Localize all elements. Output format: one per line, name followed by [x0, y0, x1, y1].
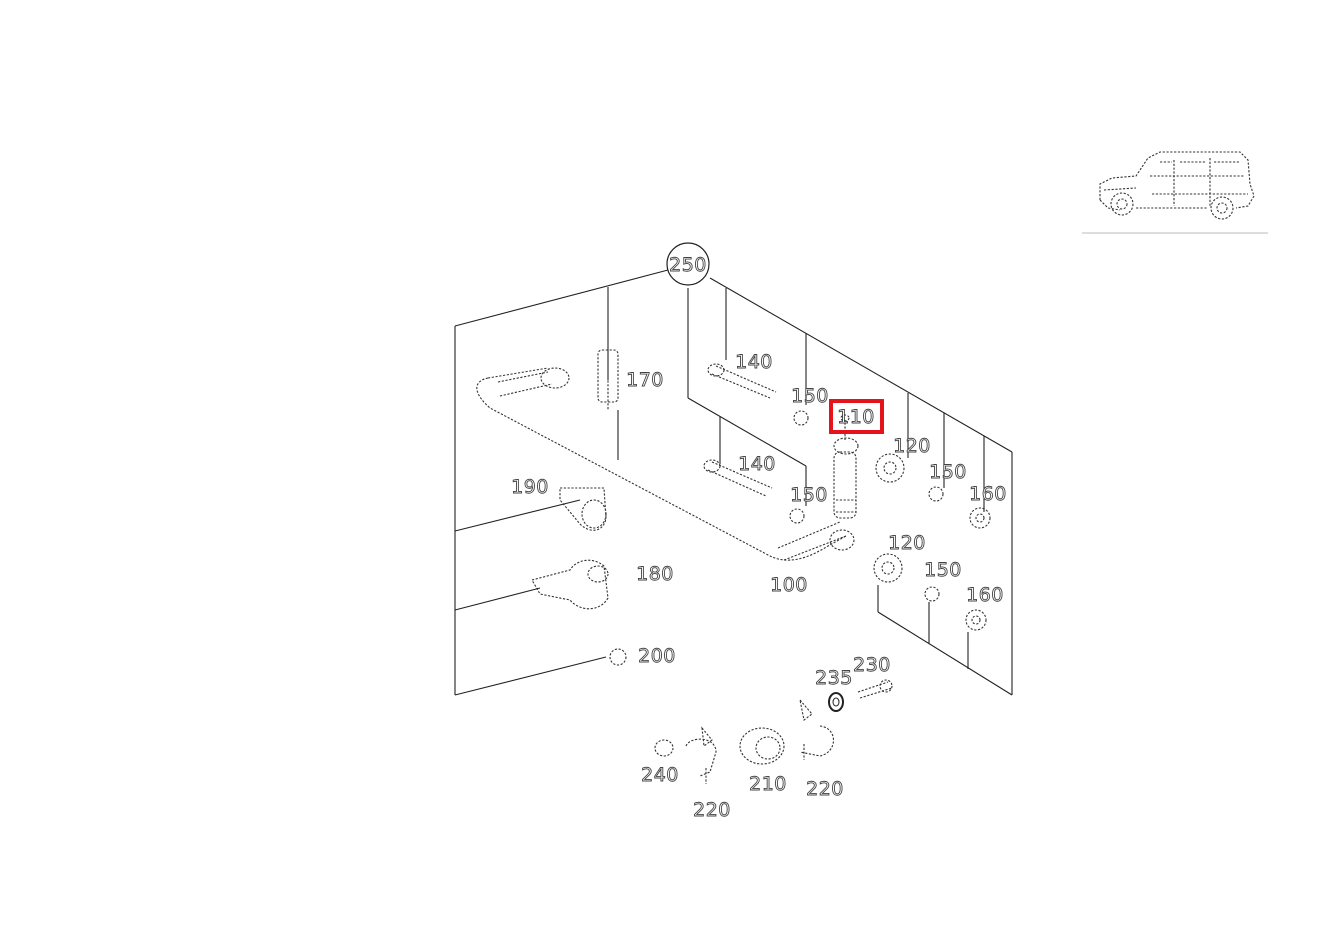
part-label-235[interactable]: 235 — [815, 667, 853, 690]
part-label-180[interactable]: 180 — [636, 563, 674, 586]
part-label-230[interactable]: 230 — [853, 654, 891, 677]
part-label-220-left[interactable]: 220 — [693, 799, 731, 822]
bracket-180-drawing[interactable] — [531, 559, 609, 610]
part-label-160-lower[interactable]: 160 — [966, 584, 1004, 607]
bracket-220-left-drawing[interactable] — [685, 726, 717, 784]
part-label-150-c[interactable]: 150 — [929, 461, 967, 484]
link-rod-drawing[interactable] — [833, 414, 859, 519]
part-label-110[interactable]: 110 — [837, 406, 875, 429]
vehicle-thumbnail-icon[interactable] — [1099, 151, 1255, 220]
bracket-220-right-drawing[interactable] — [799, 698, 835, 760]
part-label-120-upper[interactable]: 120 — [893, 435, 931, 458]
bushing-210-drawing[interactable] — [739, 727, 785, 765]
part-label-190[interactable]: 190 — [511, 476, 549, 499]
bolt-170-drawing[interactable] — [597, 349, 619, 410]
stabilizer-bar-drawing[interactable] — [476, 367, 855, 561]
clamp-230-drawing[interactable] — [857, 679, 893, 699]
part-label-210[interactable]: 210 — [749, 773, 787, 796]
part-label-150-d[interactable]: 150 — [924, 559, 962, 582]
part-labels: 100 110 120 120 140 140 150 150 150 150 … — [511, 351, 1007, 822]
part-label-140-upper[interactable]: 140 — [735, 351, 773, 374]
bolt-140-upper-drawing[interactable] — [707, 363, 777, 399]
part-label-240[interactable]: 240 — [641, 764, 679, 787]
part-label-100[interactable]: 100 — [770, 574, 808, 597]
bushing-120-drawings[interactable] — [873, 453, 905, 583]
part-label-140-lower[interactable]: 140 — [738, 453, 776, 476]
washer-160-drawings[interactable] — [965, 507, 991, 631]
leader-lines — [454, 269, 1013, 696]
nut-200-drawing[interactable] — [609, 648, 627, 666]
part-label-220-right[interactable]: 220 — [806, 778, 844, 801]
assembly-callout-label: 250 — [669, 254, 707, 276]
part-label-160-upper[interactable]: 160 — [969, 483, 1007, 506]
highlight-box-110 — [829, 399, 884, 434]
part-label-170[interactable]: 170 — [626, 369, 664, 392]
washer-240-drawing[interactable] — [654, 739, 674, 757]
bearing-190-drawing[interactable] — [559, 487, 607, 531]
part-label-150-b[interactable]: 150 — [790, 484, 828, 507]
part-label-150-a[interactable]: 150 — [791, 385, 829, 408]
washer-235-drawing[interactable] — [828, 692, 844, 712]
part-label-200[interactable]: 200 — [638, 645, 676, 668]
bolt-140-lower-drawing[interactable] — [703, 459, 773, 497]
part-label-120-lower[interactable]: 120 — [888, 532, 926, 555]
nut-150-drawings[interactable] — [789, 410, 944, 602]
assembly-callout-250[interactable]: 250 — [666, 242, 710, 286]
